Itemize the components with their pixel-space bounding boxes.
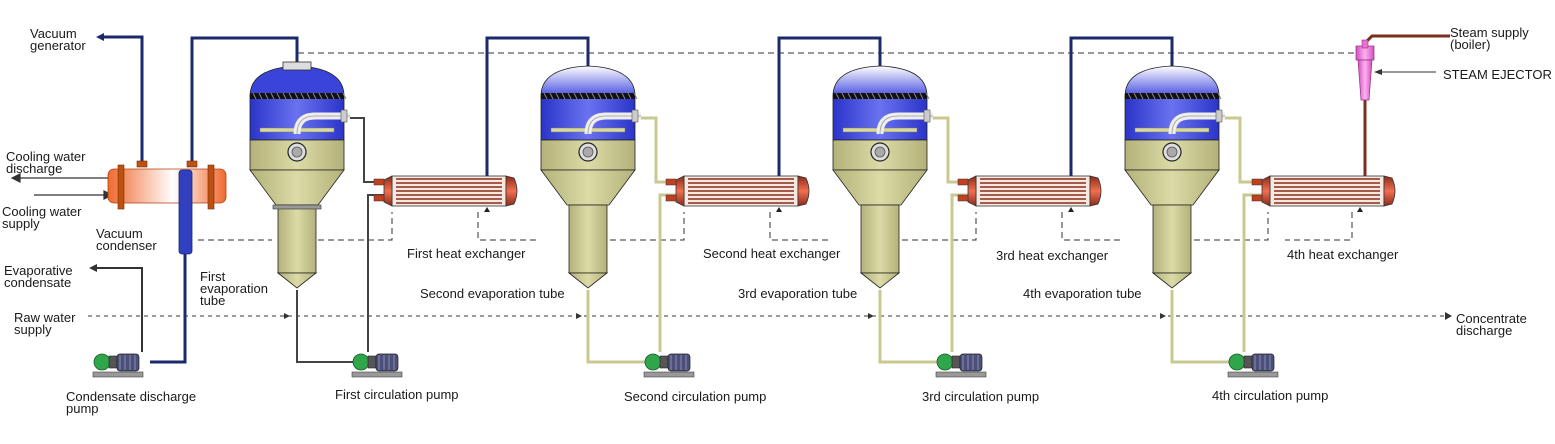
label-fourth-circulation-pump: 4th circulation pump: [1212, 388, 1329, 403]
evaporation-tube: [1152, 204, 1192, 274]
exchanger-right-head: [505, 175, 518, 207]
label-first-heat-exchanger: First heat exchanger: [407, 246, 526, 261]
pump-motor-icon: [959, 353, 983, 372]
pump-base: [643, 371, 695, 378]
label-third-heat-exchanger: 3rd heat exchanger: [996, 248, 1109, 263]
exchanger-left-head: [383, 175, 393, 207]
evaporation-tube: [568, 204, 608, 274]
condenser-left-flange: [117, 164, 125, 210]
exchanger-outlet-arrow-3: [1068, 207, 1074, 212]
circulation-pump-4: [1227, 353, 1279, 378]
raw-water-supply-line: [88, 312, 1452, 320]
label-second-circulation-pump: Second circulation pump: [624, 389, 767, 404]
heat-exchanger-4: [1251, 175, 1396, 207]
evaporator-vessel-3: [832, 65, 933, 289]
pump-casing-icon: [352, 353, 370, 371]
circulation-pump-2: [643, 353, 695, 378]
exchanger-left-head: [1261, 175, 1271, 207]
exchanger-left-head: [967, 175, 977, 207]
pump-motor-icon: [116, 353, 140, 372]
cooling-water-lines: [10, 173, 114, 200]
exchanger-outlet-arrow-4: [1357, 207, 1363, 212]
vessel-cone: [540, 169, 636, 206]
exchanger-outlet-arrow-1: [484, 207, 490, 212]
label-first-circulation-pump: First circulation pump: [335, 387, 459, 402]
label-cooling-water-discharge: Cooling water discharge: [6, 149, 86, 176]
pump-casing-icon: [644, 353, 662, 371]
vessel-top-nozzle: [282, 61, 312, 71]
label-condensate-discharge-pump: Condensate discharge pump: [66, 389, 197, 416]
vapor-arches: [485, 36, 1174, 178]
tube-flange: [272, 204, 322, 210]
label-concentrate-discharge: Concentrate discharge: [1456, 311, 1527, 338]
condenser-right-flange: [207, 164, 215, 210]
label-third-circulation-pump: 3rd circulation pump: [922, 389, 1040, 404]
vessel-cone: [249, 169, 345, 206]
label-steam-supply: Steam supply (boiler): [1450, 25, 1529, 52]
vessel-cone: [1124, 169, 1220, 206]
tube-bottom: [1151, 272, 1193, 289]
condenser-receiver: [178, 169, 193, 255]
vessel-demister: [833, 92, 930, 100]
vessel-cone: [832, 169, 928, 206]
exchanger-outlet-arrow-2: [776, 207, 782, 212]
label-evaporative-condensate: Evaporative condensate: [4, 263, 73, 290]
vessel-demister: [250, 92, 347, 100]
pump-base: [1227, 371, 1279, 378]
evaporation-tube: [277, 204, 317, 274]
pump-motor-icon: [1251, 353, 1275, 372]
exchanger-right-head: [1383, 175, 1396, 207]
vessel-demister: [1125, 92, 1222, 100]
ejector-diffuser: [1357, 59, 1373, 101]
heat-exchanger-3: [957, 175, 1102, 207]
vessel-dome: [249, 65, 345, 97]
label-fourth-evaporation-tube: 4th evaporation tube: [1023, 286, 1142, 301]
vacuum-condenser: [107, 160, 227, 255]
heat-exchanger-1: [373, 175, 518, 207]
pump-motor-icon: [667, 353, 691, 372]
exchanger-left-head: [675, 175, 685, 207]
evaporator-vessel-2: [540, 65, 641, 289]
vessel-dome: [1124, 65, 1220, 97]
label-fourth-heat-exchanger: 4th heat exchanger: [1287, 247, 1399, 262]
label-steam-ejector: STEAM EJECTOR: [1443, 67, 1552, 82]
label-third-evaporation-tube: 3rd evaporation tube: [738, 286, 858, 301]
label-raw-water-supply: Raw water supply: [14, 310, 76, 337]
steam-ejector: [1355, 39, 1436, 101]
circulation-pump-1: [351, 353, 403, 378]
heat-exchanger-2: [665, 175, 810, 207]
pump-base: [92, 371, 144, 378]
circulation-pump-3: [935, 353, 987, 378]
evaporation-tube: [860, 204, 900, 274]
vessel-dome: [540, 65, 636, 97]
label-cooling-water-supply: Cooling water supply: [2, 204, 82, 231]
pump-base: [935, 371, 987, 378]
condensate-line: [89, 264, 143, 352]
evaporator-vessel-4: [1124, 65, 1225, 289]
label-second-heat-exchanger: Second heat exchanger: [703, 246, 841, 261]
label-first-evaporation-tube: First evaporation tube: [200, 269, 268, 308]
tube-bottom: [567, 272, 609, 289]
evaporator-vessel-1: [249, 61, 350, 289]
label-vacuum-generator: Vacuum generator: [30, 26, 86, 53]
tube-bottom: [859, 272, 901, 289]
stage-dashed-lines: [198, 212, 1353, 241]
label-vacuum-condenser: Vacuum condenser: [96, 226, 157, 253]
circulation-pump-0: [92, 353, 144, 378]
pump-casing-icon: [1228, 353, 1246, 371]
pump-casing-icon: [93, 353, 111, 371]
exchanger-right-head: [1089, 175, 1102, 207]
pump-motor-icon: [375, 353, 399, 372]
pump-base: [351, 371, 403, 378]
vessel-dome: [832, 65, 928, 97]
exchanger-right-head: [797, 175, 810, 207]
vacuum-pipes: [96, 33, 299, 364]
tube-bottom: [276, 272, 318, 289]
pump-casing-icon: [936, 353, 954, 371]
label-second-evaporation-tube: Second evaporation tube: [420, 286, 565, 301]
condenser-shell: [107, 168, 227, 204]
vessel-demister: [541, 92, 638, 100]
